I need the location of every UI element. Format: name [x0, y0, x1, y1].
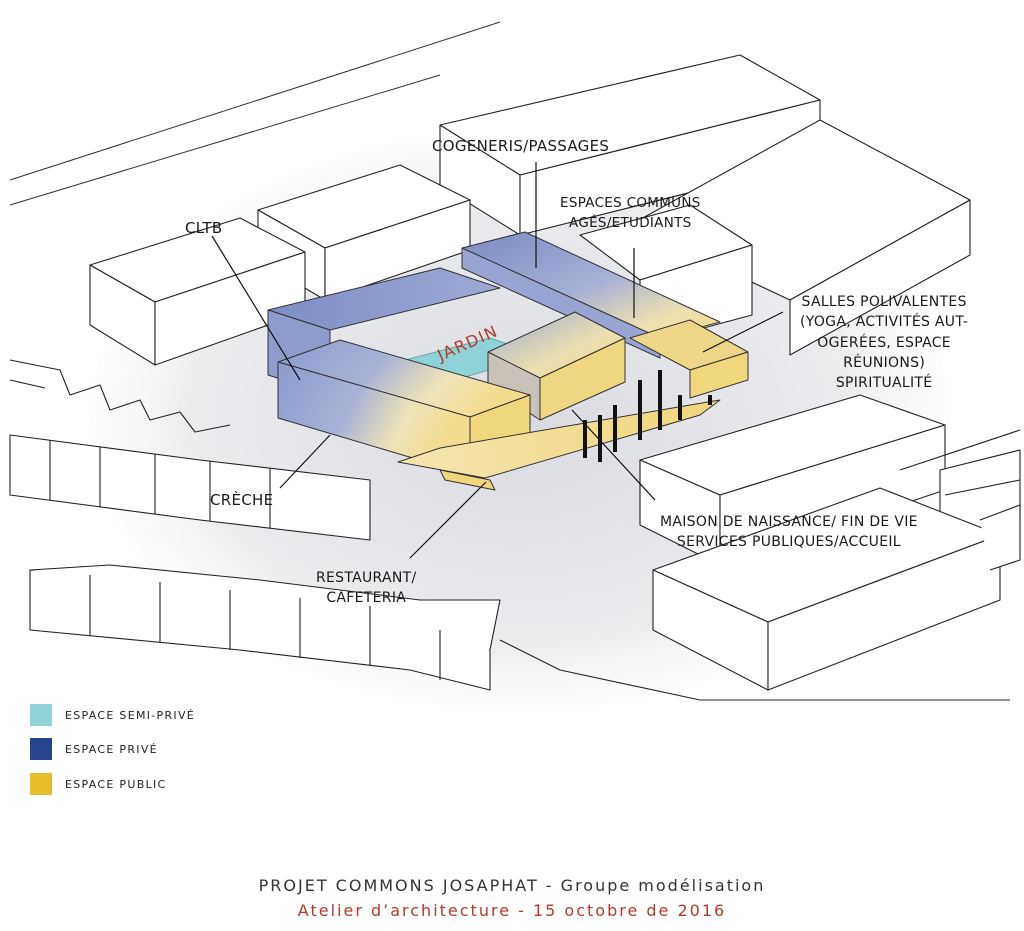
footer-subtitle: Atelier d’architecture - 15 octobre de 2…: [297, 901, 727, 920]
label-salles-line1: SALLES POLIVALENTES: [801, 294, 967, 310]
label-salles-line2: (YOGA, ACTIVITÉS AUT-: [800, 314, 969, 331]
legend-label: ESPACE SEMI-PRIVÉ: [65, 708, 196, 722]
label-salles-line4: RÉUNIONS): [843, 354, 926, 371]
leader-lines: [211, 162, 784, 559]
label-maison: MAISON DE NAISSANCE/ FIN DE VIE SERVICES…: [660, 512, 918, 553]
legend-swatch: [30, 704, 52, 726]
columns: [583, 370, 712, 462]
legend-label: ESPACE PUBLIC: [65, 777, 167, 791]
legend-swatch: [30, 773, 52, 795]
street-lines: [9, 21, 501, 206]
legend-item-public: ESPACE PUBLIC: [30, 773, 167, 795]
legend-label: ESPACE PRIVÉ: [65, 742, 158, 756]
legend-item-semi-prive: ESPACE SEMI-PRIVÉ: [30, 704, 195, 726]
label-creche: CRÈCHE: [210, 491, 274, 509]
legend-swatch: [30, 738, 52, 760]
label-maison-line1: MAISON DE NAISSANCE/ FIN DE VIE: [660, 514, 918, 530]
label-cogeneris: COGENERIS/PASSAGES: [432, 137, 610, 155]
label-cltb: CLTB: [185, 219, 223, 237]
footer-title: PROJET COMMONS JOSAPHAT - Groupe modélis…: [258, 876, 766, 895]
label-restaurant: RESTAURANT/ CAFETERIA: [316, 568, 417, 609]
label-restaurant-line2: CAFETERIA: [326, 590, 407, 607]
label-espaces-line2: AGÉS/ETUDIANTS: [569, 214, 692, 231]
label-maison-line2: SERVICES PUBLIQUES/ACCUEIL: [676, 534, 901, 551]
label-espaces-line1: ESPACES COMMUNS: [560, 195, 701, 211]
label-espaces-communs: ESPACES COMMUNS AGÉS/ETUDIANTS: [560, 194, 701, 233]
label-salles: SALLES POLIVALENTES (YOGA, ACTIVITÉS AUT…: [800, 292, 968, 393]
legend-item-prive: ESPACE PRIVÉ: [30, 738, 158, 760]
project-building: [267, 231, 749, 491]
label-salles-line3: OGERÉES, ESPACE: [817, 334, 951, 351]
label-restaurant-line1: RESTAURANT/: [316, 570, 417, 586]
context-buildings: [9, 54, 1021, 701]
label-salles-line5: SPIRITUALITÉ: [835, 375, 933, 392]
